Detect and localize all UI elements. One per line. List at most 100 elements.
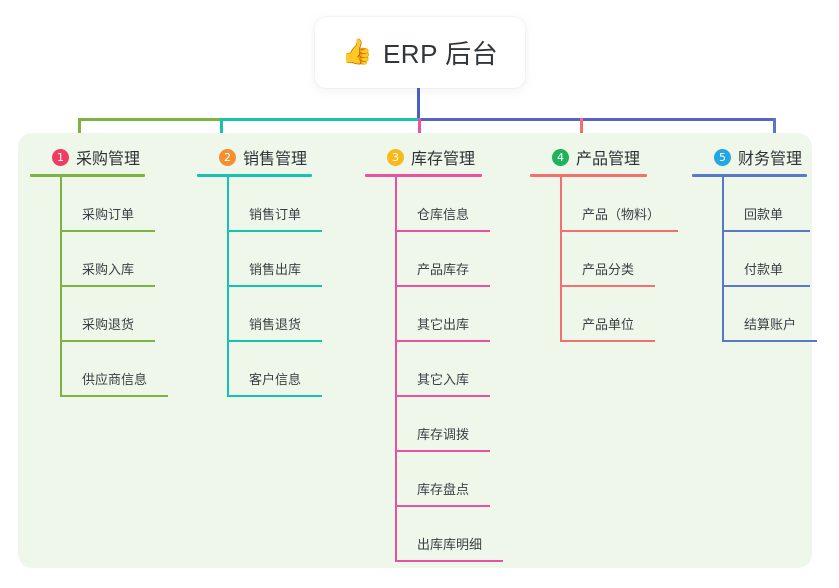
column-items: 销售订单销售出库销售退货客户信息: [197, 177, 322, 397]
list-item-underline: [227, 340, 322, 342]
list-item[interactable]: 库存盘点: [395, 452, 490, 507]
column-3: 3 库存管理仓库信息产品库存其它出库其它入库库存调拨库存盘点出库库明细: [365, 146, 503, 562]
trunk-segment-1: [78, 118, 221, 121]
column-badge-icon: 5: [714, 148, 731, 166]
column-items: 仓库信息产品库存其它出库其它入库库存调拨库存盘点出库库明细: [365, 177, 503, 562]
list-item[interactable]: 其它出库: [395, 287, 490, 342]
column-title: 库存管理: [411, 151, 476, 168]
list-item-underline: [560, 230, 678, 232]
list-item-label: 产品分类: [582, 262, 635, 277]
column-5: 5 财务管理回款单付款单结算账户: [692, 146, 817, 342]
list-item[interactable]: 客户信息: [227, 342, 322, 397]
list-item[interactable]: 产品（物料）: [560, 177, 678, 232]
list-item[interactable]: 产品分类: [560, 232, 655, 287]
list-item[interactable]: 产品库存: [395, 232, 490, 287]
list-item[interactable]: 产品单位: [560, 287, 655, 342]
list-item-label: 供应商信息: [82, 372, 148, 387]
trunk-segment-2: [220, 118, 419, 121]
list-item-label: 销售订单: [249, 207, 302, 222]
column-spine: [227, 177, 229, 397]
list-item-underline: [560, 285, 655, 287]
column-items: 采购订单采购入库采购退货供应商信息: [30, 177, 168, 397]
column-title: 产品管理: [576, 151, 641, 168]
list-item[interactable]: 库存调拨: [395, 397, 490, 452]
column-title: 财务管理: [738, 151, 803, 168]
column-title: 采购管理: [76, 151, 141, 168]
list-item[interactable]: 回款单: [722, 177, 810, 232]
list-item[interactable]: 其它入库: [395, 342, 490, 397]
trunk-segment-3: [418, 118, 776, 121]
list-item-underline: [395, 505, 490, 507]
list-item[interactable]: 销售订单: [227, 177, 322, 232]
content-panel: [18, 133, 812, 568]
list-item-label: 产品（物料）: [582, 207, 661, 222]
list-item-underline: [60, 230, 155, 232]
list-item-underline: [227, 395, 322, 397]
list-item-underline: [227, 285, 322, 287]
list-item-label: 回款单: [744, 207, 784, 222]
column-items: 回款单付款单结算账户: [692, 177, 817, 342]
list-item-underline: [395, 395, 490, 397]
list-item-underline: [560, 340, 655, 342]
list-item-label: 采购入库: [82, 262, 135, 277]
list-item-label: 其它出库: [417, 317, 470, 332]
list-item-label: 销售出库: [249, 262, 302, 277]
list-item[interactable]: 销售退货: [227, 287, 322, 342]
column-underline: [30, 174, 145, 177]
column-header-5[interactable]: 5 财务管理: [692, 146, 807, 168]
column-items: 产品（物料） 产品分类产品单位: [530, 177, 678, 342]
list-item-underline: [395, 230, 490, 232]
column-underline: [365, 174, 482, 177]
list-item-label: 出库库明细: [417, 537, 483, 552]
list-item-underline: [722, 340, 817, 342]
list-item-label: 产品单位: [582, 317, 635, 332]
column-spine: [722, 177, 724, 342]
column-badge-icon: 2: [219, 148, 236, 166]
list-item-label: 客户信息: [249, 372, 302, 387]
column-underline: [692, 174, 807, 177]
list-item-label: 库存调拨: [417, 427, 470, 442]
list-item-label: 其它入库: [417, 372, 470, 387]
column-2: 2 销售管理销售订单销售出库销售退货客户信息: [197, 146, 322, 397]
column-underline: [197, 174, 312, 177]
list-item-underline: [227, 230, 322, 232]
column-1: 1 采购管理采购订单采购入库采购退货供应商信息: [30, 146, 168, 397]
list-item[interactable]: 出库库明细: [395, 507, 503, 562]
list-item[interactable]: 采购入库: [60, 232, 155, 287]
column-spine: [395, 177, 397, 562]
list-item[interactable]: 仓库信息: [395, 177, 490, 232]
list-item-label: 结算账户: [744, 317, 797, 332]
column-header-1[interactable]: 1 采购管理: [30, 146, 145, 168]
column-title: 销售管理: [243, 151, 308, 168]
list-item[interactable]: 供应商信息: [60, 342, 168, 397]
column-header-3[interactable]: 3 库存管理: [365, 146, 482, 168]
list-item[interactable]: 付款单: [722, 232, 810, 287]
list-item-label: 库存盘点: [417, 482, 470, 497]
list-item[interactable]: 采购订单: [60, 177, 155, 232]
list-item-label: 销售退货: [249, 317, 302, 332]
column-underline: [530, 174, 647, 177]
list-item[interactable]: 采购退货: [60, 287, 155, 342]
root-stem-line: [417, 88, 420, 120]
root-node[interactable]: 👍 ERP 后台: [315, 17, 525, 88]
list-item-underline: [722, 230, 810, 232]
column-spine: [60, 177, 62, 397]
list-item-label: 采购订单: [82, 207, 135, 222]
list-item-underline: [60, 340, 155, 342]
list-item-underline: [395, 560, 503, 562]
list-item-label: 仓库信息: [417, 207, 470, 222]
list-item[interactable]: 结算账户: [722, 287, 817, 342]
column-badge-icon: 1: [52, 148, 69, 166]
column-badge-icon: 3: [387, 148, 404, 166]
list-item-underline: [395, 340, 490, 342]
list-item[interactable]: 销售出库: [227, 232, 322, 287]
column-header-2[interactable]: 2 销售管理: [197, 146, 312, 168]
list-item-label: 产品库存: [417, 262, 470, 277]
list-item-underline: [395, 450, 490, 452]
root-title: ERP 后台: [382, 39, 499, 69]
list-item-underline: [395, 285, 490, 287]
list-item-underline: [60, 285, 155, 287]
